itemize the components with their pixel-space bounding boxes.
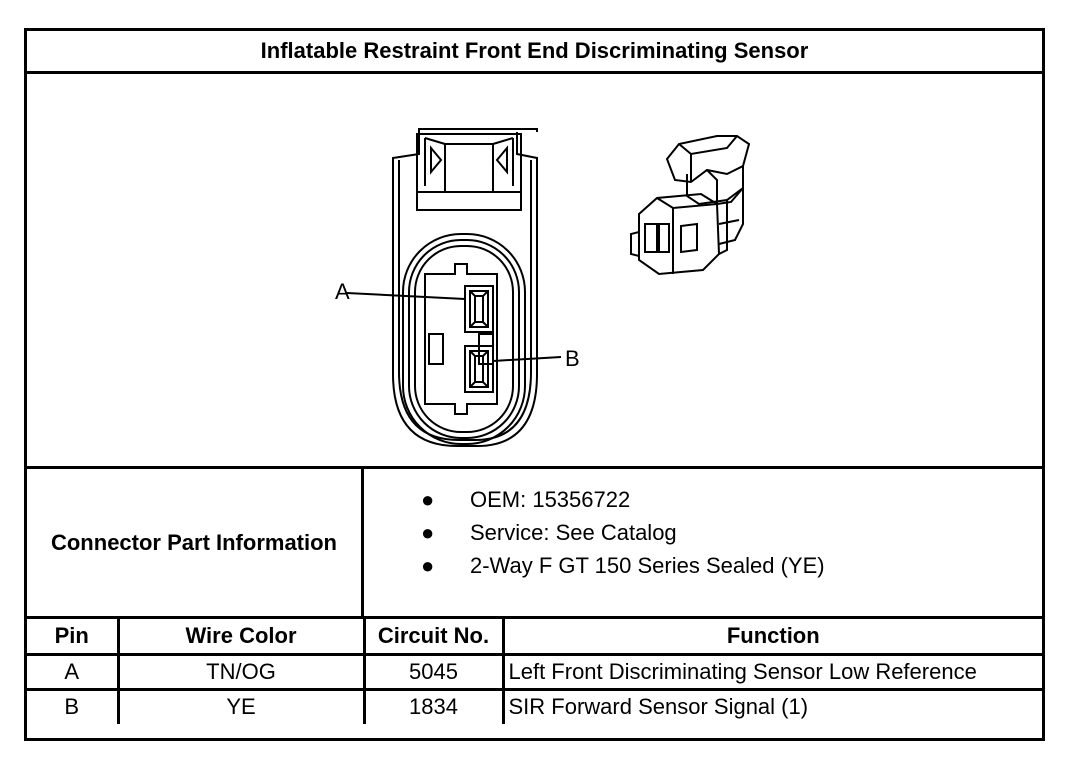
list-item: ● Service: See Catalog — [364, 516, 1042, 549]
callout-label-b: B — [565, 346, 580, 371]
header-circuit-no: Circuit No. — [362, 619, 505, 656]
connector-document: Inflatable Restraint Front End Discrimin… — [24, 28, 1045, 741]
table-row: B YE 1834 SIR Forward Sensor Signal (1) — [27, 687, 1042, 724]
housing-outline — [392, 132, 538, 447]
bullet-icon: ● — [421, 553, 435, 578]
wire-color-cell: YE — [116, 687, 366, 724]
connector-perspective-sketch — [630, 135, 751, 276]
circuit-cell: 1834 — [362, 687, 505, 724]
connector-face-diagram: A B — [335, 128, 751, 447]
callout-leader-a — [346, 292, 466, 300]
bullet-icon: ● — [421, 520, 435, 545]
connector-figure: A B — [27, 74, 1042, 469]
table-row: A TN/OG 5045 Left Front Discriminating S… — [27, 652, 1042, 691]
function-cell: Left Front Discriminating Sensor Low Ref… — [501, 652, 1042, 691]
header-pin: Pin — [27, 619, 120, 656]
connector-part-info: Connector Part Information ● OEM: 1535672… — [27, 469, 1042, 619]
header-wire-color: Wire Color — [116, 619, 366, 656]
document-title: Inflatable Restraint Front End Discrimin… — [27, 31, 1042, 74]
pin-cell: B — [27, 687, 120, 724]
service-info: Service: See Catalog — [470, 520, 677, 545]
pin-cell: A — [27, 652, 120, 691]
callout-label-a: A — [335, 279, 350, 304]
oem-part-number: OEM: 15356722 — [470, 487, 631, 512]
connector-type: 2-Way F GT 150 Series Sealed (YE) — [470, 553, 825, 578]
circuit-cell: 5045 — [362, 652, 505, 691]
function-cell: SIR Forward Sensor Signal (1) — [501, 687, 1042, 724]
connector-info-list: ● OEM: 15356722 ● Service: See Catalog ● 2-… — [364, 469, 1042, 630]
list-item: ● OEM: 15356722 — [364, 483, 1042, 516]
pin-table: Pin Wire Color Circuit No. Function A TN… — [27, 619, 1042, 724]
header-function: Function — [501, 619, 1042, 656]
wire-color-cell: TN/OG — [116, 652, 366, 691]
list-item: ● 2-Way F GT 150 Series Sealed (YE) — [364, 549, 1042, 582]
connector-info-label: Connector Part Information — [27, 469, 364, 616]
table-header-row: Pin Wire Color Circuit No. Function — [27, 619, 1042, 656]
callout-leader-b — [492, 356, 562, 362]
bullet-icon: ● — [421, 487, 435, 512]
